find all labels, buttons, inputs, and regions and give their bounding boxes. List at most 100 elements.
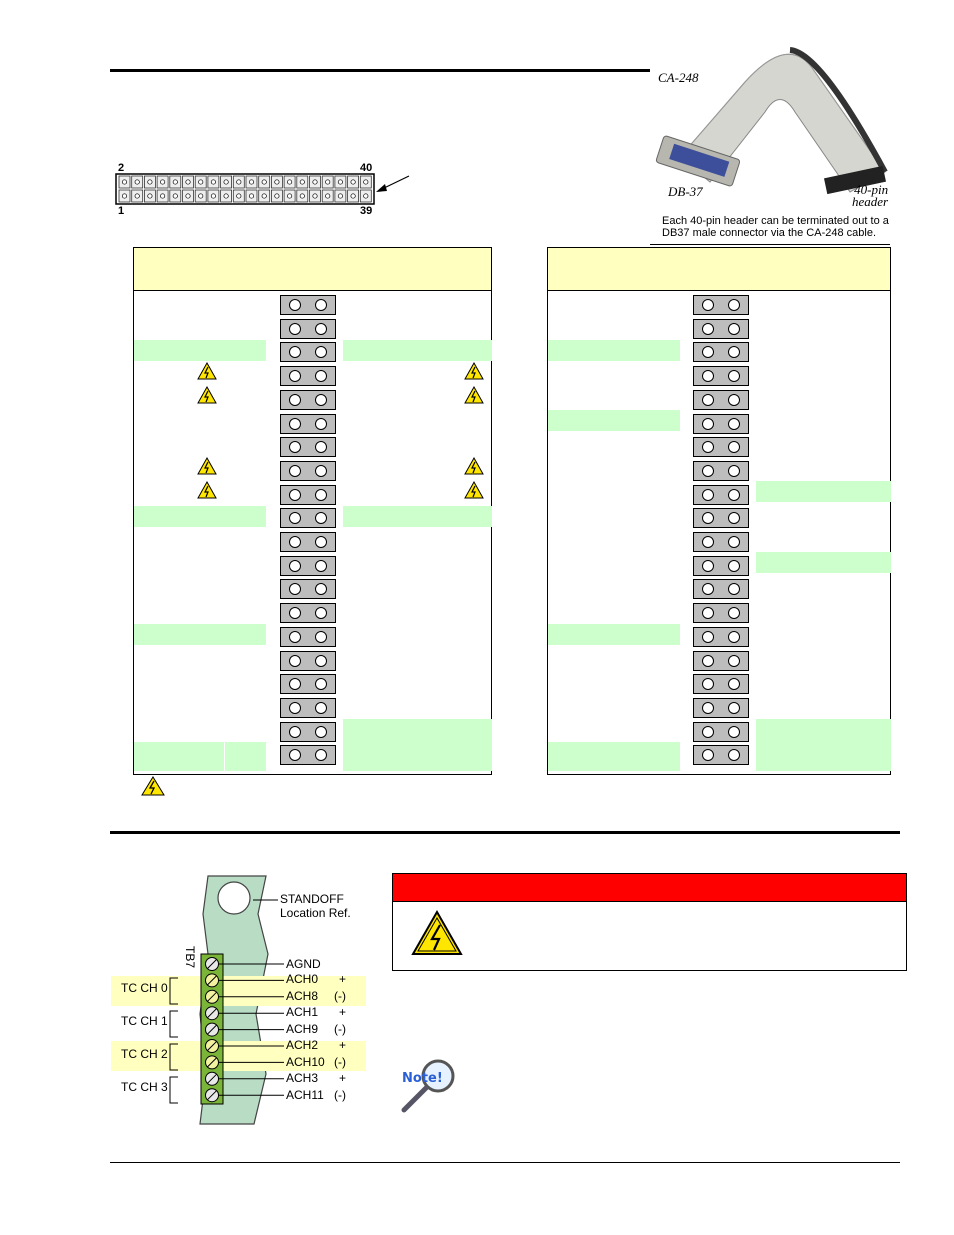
- header-pin: [728, 464, 740, 477]
- header-pin: [289, 441, 301, 454]
- header-pin-pair: [693, 318, 749, 339]
- terminal-screw-slot: [207, 1041, 217, 1051]
- header-pin-pair: [280, 674, 336, 695]
- header-pin: [289, 749, 301, 762]
- header-pin: [728, 583, 740, 596]
- header-pin: [728, 559, 740, 572]
- pin-column-left: [275, 292, 341, 774]
- signal-row: [548, 410, 680, 431]
- signal-row: [548, 624, 680, 645]
- tb7-label: TB7: [183, 946, 197, 969]
- pinout-table-right: [547, 247, 891, 775]
- header-pin-pair: [693, 460, 749, 481]
- header-pin: [728, 654, 740, 667]
- header-pin: [315, 417, 327, 430]
- header-pin-pair: [280, 437, 336, 458]
- terminal-screw-slot: [207, 975, 217, 986]
- header-pin: [289, 512, 301, 525]
- header-pin: [702, 630, 714, 643]
- header-pin-pair: [693, 342, 749, 363]
- header-pin: [702, 299, 714, 311]
- pin-column-right: [688, 292, 754, 774]
- col-divider: [224, 742, 225, 774]
- signal-row: [756, 481, 891, 502]
- signal-row: [134, 340, 266, 361]
- high-voltage-warning-icon: [197, 481, 217, 499]
- high-voltage-warning-icon: [197, 386, 217, 404]
- header-pin: [728, 393, 740, 406]
- connector-pin-hole: [274, 179, 280, 185]
- connector-pin-hole: [261, 179, 267, 185]
- header-pin-pair: [693, 745, 749, 766]
- connector-pin-hole: [287, 193, 293, 199]
- header-pin: [702, 701, 714, 714]
- header-pin: [728, 322, 740, 335]
- connector-pin-hole: [325, 179, 331, 185]
- header-pin: [315, 701, 327, 714]
- cable-caption: Each 40-pin header can be terminated out…: [662, 215, 889, 239]
- header-pin: [289, 559, 301, 572]
- header-pin-pair: [693, 674, 749, 695]
- positive-terminal-label: ACH3: [286, 1071, 319, 1085]
- header-pin-pair: [280, 721, 336, 742]
- header-connector-shape: [115, 173, 410, 205]
- connector-pin-hole: [350, 193, 356, 199]
- standoff-sublabel: Location Ref.: [280, 906, 351, 920]
- high-voltage-warning-icon: [464, 386, 484, 404]
- header-pin-pair: [693, 697, 749, 718]
- pin-label-40: 40: [360, 162, 373, 174]
- header-pin: [702, 654, 714, 667]
- header-pin: [728, 370, 740, 383]
- header-pin-pair: [280, 555, 336, 576]
- header-pin: [315, 725, 327, 738]
- header-pin-pair: [280, 603, 336, 624]
- header-pin: [702, 725, 714, 738]
- header-pin: [728, 299, 740, 311]
- section-rule-top: [110, 69, 650, 72]
- high-voltage-warning-icon: [464, 362, 484, 380]
- header-pin-pair: [693, 603, 749, 624]
- signal-row: [548, 340, 680, 361]
- connector-pin-hole: [185, 193, 191, 199]
- high-voltage-warning-icon: [464, 481, 484, 499]
- header-pin: [702, 417, 714, 430]
- header-pin: [315, 393, 327, 406]
- header-pin-pair: [280, 389, 336, 410]
- header-pin: [315, 441, 327, 454]
- header-pin: [728, 536, 740, 548]
- connector-pin-hole: [236, 193, 242, 199]
- connector-pin-hole: [350, 179, 356, 185]
- caption-underline: [650, 244, 890, 245]
- header-pin: [315, 536, 327, 548]
- positive-sign: +: [339, 1005, 347, 1019]
- high-voltage-warning-icon: [411, 910, 463, 955]
- header-pin: [315, 678, 327, 691]
- positive-terminal-label: ACH1: [286, 1005, 319, 1019]
- header-pin: [702, 488, 714, 501]
- signal-row: [343, 340, 492, 361]
- positive-sign: +: [339, 1038, 347, 1052]
- note-text: Note!: [402, 1071, 443, 1086]
- standoff-label: STANDOFF: [280, 892, 344, 906]
- header-pin: [289, 464, 301, 477]
- header-pin-pair: [693, 508, 749, 529]
- magnifier-icon: Note!: [401, 1059, 455, 1113]
- terminal-screw-slot: [207, 1024, 217, 1035]
- header-pin: [289, 607, 301, 620]
- connector-pin-hole: [274, 193, 280, 199]
- header-pin: [289, 630, 301, 643]
- header-pin: [289, 583, 301, 596]
- pin-label-2: 2: [118, 162, 125, 174]
- connector-pin-hole: [363, 179, 369, 185]
- cable-label-db37: DB-37: [668, 184, 703, 199]
- header-pin: [315, 583, 327, 596]
- header-pin: [728, 678, 740, 691]
- positive-sign: +: [339, 972, 347, 986]
- connector-pin-hole: [121, 193, 128, 199]
- negative-sign: (-): [334, 989, 346, 1003]
- signal-row: [134, 506, 266, 527]
- connector-pin-hole: [223, 179, 229, 185]
- header-pin-pair: [280, 366, 336, 387]
- header-pin: [315, 749, 327, 762]
- header-pin: [289, 299, 301, 311]
